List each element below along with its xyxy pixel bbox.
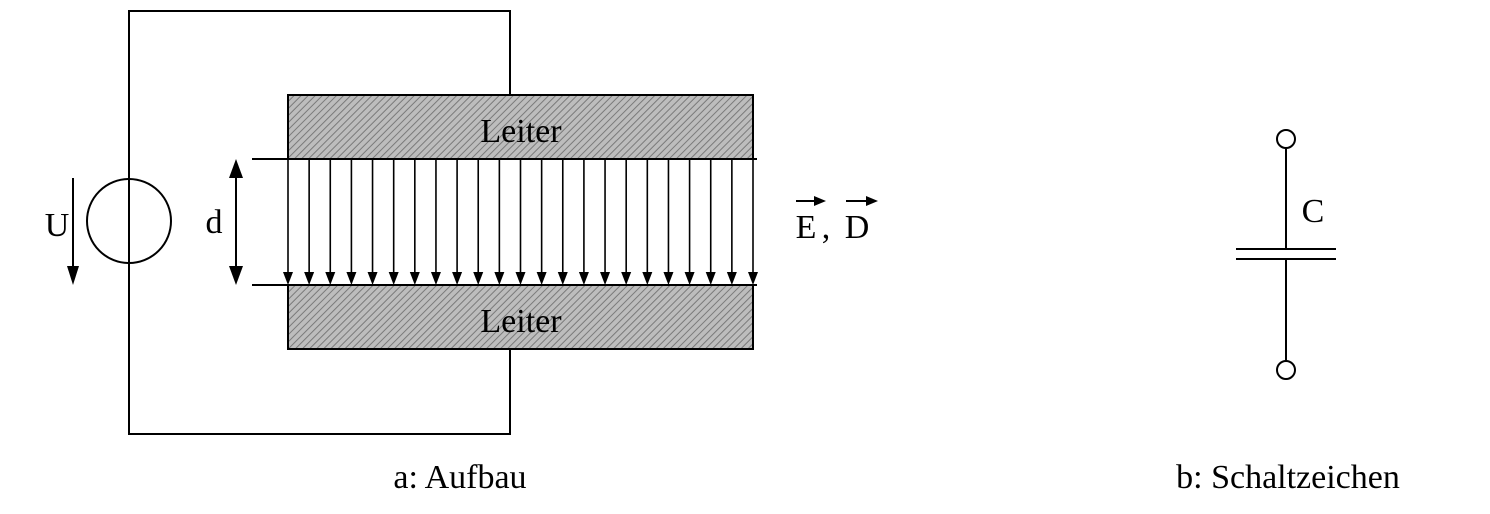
field-arrow	[325, 159, 336, 285]
field-arrow	[642, 159, 653, 285]
field-arrow	[430, 159, 441, 285]
field-arrow	[367, 159, 378, 285]
voltage-label: U	[45, 207, 70, 244]
field-arrow	[409, 159, 420, 285]
dimension-arrowhead-down	[229, 266, 243, 285]
vector-arrow-e-icon	[796, 196, 826, 206]
field-arrow	[346, 159, 357, 285]
voltage-arrowhead	[67, 266, 79, 285]
field-label-d: D	[845, 209, 870, 246]
field-arrow	[304, 159, 315, 285]
capacitor-label: C	[1302, 193, 1325, 230]
top-conductor	[287, 94, 754, 160]
field-arrow	[684, 159, 695, 285]
field-arrow	[621, 159, 632, 285]
field-arrow	[705, 159, 716, 285]
field-arrow	[557, 159, 568, 285]
field-arrow	[473, 159, 484, 285]
field-lines	[283, 159, 758, 285]
dimension-arrowhead-up	[229, 159, 243, 178]
field-label-separator: ,	[822, 209, 831, 246]
caption-a: a: Aufbau	[393, 459, 526, 496]
circuit-wire	[128, 10, 511, 435]
field-arrow	[536, 159, 547, 285]
distance-label: d	[206, 204, 223, 241]
field-arrow	[515, 159, 526, 285]
terminal-bottom	[1276, 360, 1296, 380]
bottom-conductor	[287, 284, 754, 350]
field-arrow	[283, 159, 293, 285]
field-label-group: E , D	[796, 196, 878, 246]
panel-b-symbol: C b: Schaltzeichen	[1176, 129, 1400, 496]
terminal-top	[1276, 129, 1296, 149]
field-arrow	[600, 159, 611, 285]
field-arrow	[663, 159, 674, 285]
panel-a-setup: Leiter Leiter d U E , D	[45, 10, 878, 496]
distance-dimension	[229, 159, 243, 285]
field-arrow	[388, 159, 399, 285]
caption-b: b: Schaltzeichen	[1176, 459, 1400, 496]
field-arrow	[452, 159, 463, 285]
top-conductor-label: Leiter	[480, 113, 562, 150]
field-arrow	[726, 159, 737, 285]
field-arrow	[748, 159, 758, 285]
field-arrow	[494, 159, 505, 285]
bottom-conductor-label: Leiter	[480, 303, 562, 340]
field-label-e: E	[796, 209, 817, 246]
field-arrow	[578, 159, 589, 285]
vector-arrow-d-icon	[846, 196, 878, 206]
